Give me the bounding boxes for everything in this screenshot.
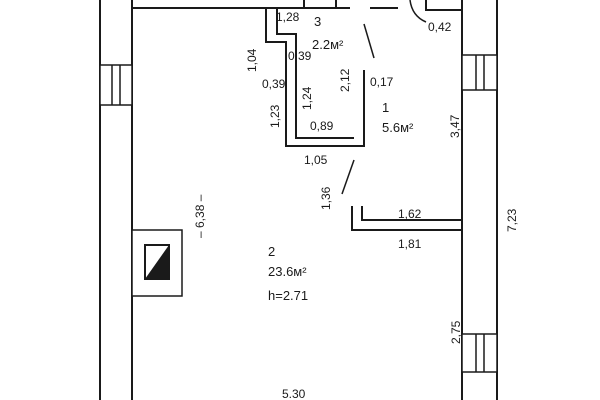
door-top-right [409, 0, 427, 23]
room-2-area: 23.6м² [268, 264, 307, 279]
dim-2-75: 2,75 [449, 320, 463, 344]
outer-wall-left [99, 0, 133, 400]
partition-room3-top [303, 0, 337, 8]
wall-stub-2 [351, 206, 462, 231]
room-2-height: h=2.71 [268, 288, 308, 303]
dim-5-30: 5.30 [282, 387, 306, 400]
window-left [99, 64, 133, 106]
dim-1-05: 1,05 [304, 153, 328, 167]
dim-0-42: 0,42 [428, 20, 452, 34]
dim-1-62: 1,62 [398, 207, 422, 221]
dimension-labels: 1,28 1,04 0,39 0,39 1,23 1,24 0,89 2,12 … [193, 10, 519, 400]
room-3-number: 3 [314, 14, 321, 29]
dim-1-23: 1,23 [268, 104, 282, 128]
dim-1-04: 1,04 [245, 48, 259, 72]
door-room3 [363, 23, 375, 59]
dim-2-12: 2,12 [338, 68, 352, 92]
dim-0-17: 0,17 [370, 75, 394, 89]
dim-0-89: 0,89 [310, 119, 334, 133]
dim-1-81: 1,81 [398, 237, 422, 251]
room-1-number: 1 [382, 100, 389, 115]
door-marks [341, 0, 427, 195]
top-right-stub [425, 0, 462, 11]
room-labels: 3 2.2м² 1 5.6м² 2 23.6м² h=2.71 [268, 14, 414, 303]
stove-icon [131, 229, 183, 297]
partition-room3-inner [276, 8, 354, 139]
dim-6-38: – 6,38 – [193, 194, 207, 238]
room-1-area: 5.6м² [382, 120, 414, 135]
dim-1-28: 1,28 [276, 10, 300, 24]
dim-7-23: 7,23 [505, 208, 519, 232]
window-right-bottom [461, 333, 498, 373]
window-right [461, 54, 498, 91]
room-3-area: 2.2м² [312, 37, 344, 52]
dim-1-36: 1,36 [319, 186, 333, 210]
room-2-number: 2 [268, 244, 275, 259]
dim-0-39-top: 0,39 [288, 49, 312, 63]
dim-1-24: 1,24 [300, 86, 314, 110]
dim-3-47: 3,47 [448, 114, 462, 138]
dim-0-39-left: 0,39 [262, 77, 286, 91]
door-room1 [341, 159, 355, 195]
partition-room3-left [265, 8, 365, 147]
